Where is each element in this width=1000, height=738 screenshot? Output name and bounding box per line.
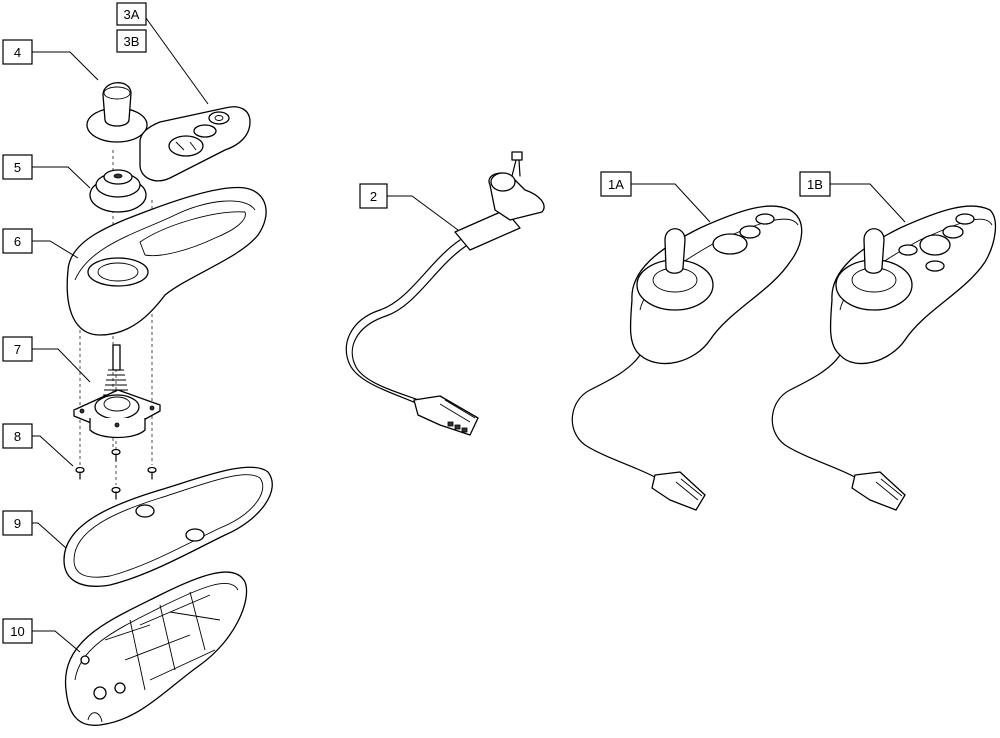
callout-10: 10 — [2, 618, 33, 644]
leader-lines — [32, 17, 906, 653]
callout-6: 6 — [2, 228, 33, 254]
callout-3b: 3B — [116, 29, 147, 53]
part-8-screws — [75, 448, 157, 500]
callout-1b: 1B — [799, 171, 831, 197]
callout-1a: 1A — [600, 171, 632, 197]
callout-2-label: 2 — [370, 189, 377, 204]
callout-5-label: 5 — [14, 160, 21, 175]
callout-1b-label: 1B — [807, 177, 823, 192]
callout-8-label: 8 — [14, 429, 21, 444]
callout-4: 4 — [2, 39, 33, 65]
callout-3a-label: 3A — [124, 7, 140, 22]
callout-6-label: 6 — [14, 234, 21, 249]
callout-4-label: 4 — [14, 45, 21, 60]
part-9-gasket — [63, 466, 273, 587]
part-4-joystick-knob — [86, 82, 148, 143]
part-1a-controller — [571, 205, 803, 511]
part-3-keypad-overlay — [139, 106, 251, 182]
part-2-cable-assembly — [345, 151, 545, 436]
callout-5: 5 — [2, 154, 33, 180]
callout-3b-label: 3B — [124, 34, 140, 49]
part-5-boot — [89, 169, 147, 213]
callout-9-label: 9 — [14, 516, 21, 531]
callout-1a-label: 1A — [608, 177, 624, 192]
callout-8: 8 — [2, 423, 33, 449]
callout-3a: 3A — [116, 2, 147, 26]
callout-10-label: 10 — [10, 624, 24, 639]
part-1b-controller — [771, 205, 997, 511]
callout-7: 7 — [2, 336, 33, 362]
part-10-lower-housing — [64, 571, 248, 726]
callout-9: 9 — [2, 510, 33, 536]
callout-2: 2 — [359, 183, 388, 209]
part-6-upper-housing — [66, 186, 267, 336]
part-7-gimbal — [73, 344, 161, 439]
callout-7-label: 7 — [14, 342, 21, 357]
